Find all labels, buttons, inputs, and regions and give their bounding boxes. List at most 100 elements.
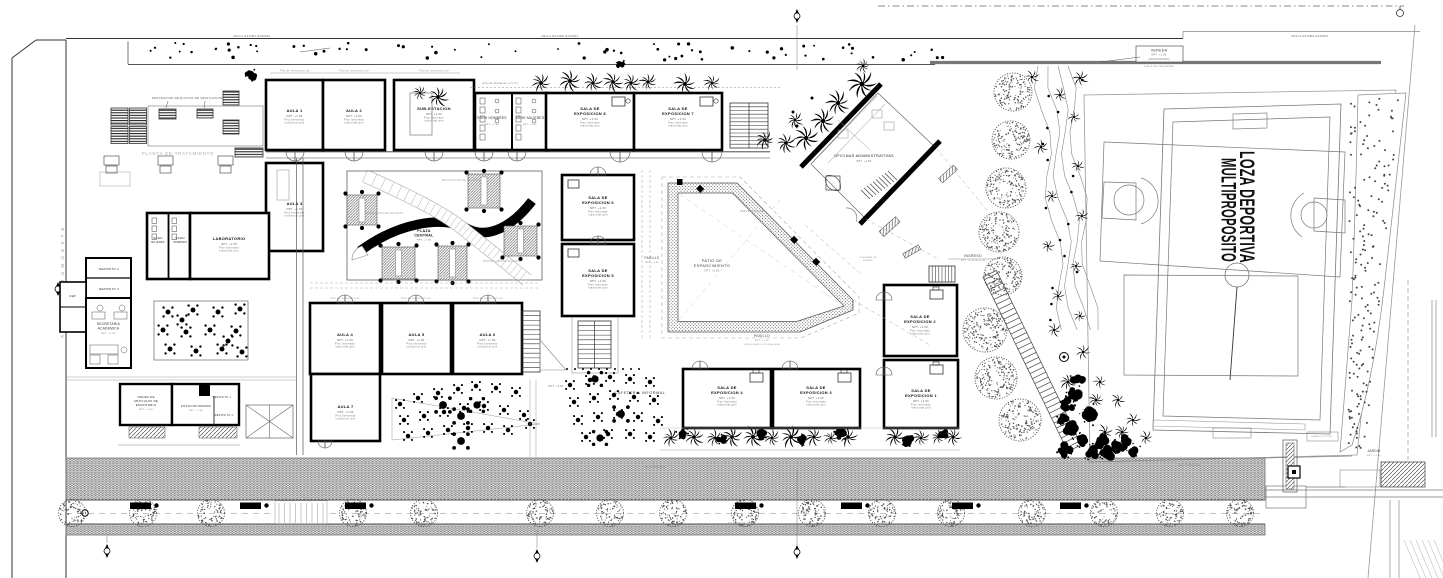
svg-text:NPT. +1.50: NPT. +1.50 [582, 117, 598, 121]
svg-text:(ADOQUINADO) PIEDRA LAJA: (ADOQUINADO) PIEDRA LAJA [744, 343, 780, 346]
svg-text:EXPOSICION 3: EXPOSICION 3 [800, 390, 832, 395]
svg-text:AULA 7: AULA 7 [337, 404, 354, 409]
svg-text:NPT. +1.50: NPT. +1.50 [523, 124, 537, 126]
svg-text:NPT. +1.50: NPT. +1.50 [417, 240, 431, 242]
svg-text:AULA 3: AULA 3 [286, 201, 303, 206]
svg-text:Piso laminado: Piso laminado [588, 282, 608, 286]
svg-text:LOZA DEPORTIVA: LOZA DEPORTIVA [1235, 151, 1258, 263]
svg-text:PLANTA DE TRATAMIENTO: PLANTA DE TRATAMIENTO [142, 151, 215, 156]
svg-text:ESCRITORIO: ESCRITORIO [136, 403, 157, 407]
svg-text:NPT. +1.50: NPT. +1.50 [1367, 455, 1381, 457]
svg-text:NPT. +1.50: NPT. +1.50 [485, 124, 499, 126]
svg-text:Piso laminado: Piso laminado [284, 210, 304, 214]
svg-text:SALA DE: SALA DE [717, 385, 737, 390]
svg-text:Piso laminado: Piso laminado [424, 115, 444, 119]
svg-text:NPT. +1.50: NPT. +1.50 [102, 333, 116, 335]
svg-text:NPT. +1.50: NPT. +1.50 [857, 160, 872, 163]
svg-text:Piso laminado: Piso laminado [911, 402, 931, 406]
svg-text:SALA DE: SALA DE [806, 385, 826, 390]
svg-text:MALLA ESTABILIZADORA: MALLA ESTABILIZADORA [541, 34, 578, 38]
svg-text:Piso laminado: Piso laminado [335, 341, 355, 345]
svg-text:industrial gris: industrial gris [668, 124, 688, 128]
svg-text:PLAZA: PLAZA [417, 229, 431, 233]
svg-text:CAFETERIA INFORMAL: CAFETERIA INFORMAL [615, 391, 666, 395]
svg-text:PASILLO: PASILLO [644, 256, 659, 260]
svg-text:EXPOSICION 6: EXPOSICION 6 [582, 200, 614, 205]
svg-text:PROYECCION DE SOLADOS: PROYECCION DE SOLADOS [483, 260, 522, 263]
svg-text:PROYECCION DE: PROYECCION DE [740, 210, 764, 213]
svg-text:Piso laminado: Piso laminado [406, 341, 426, 345]
svg-text:NPT. +1.50: NPT. +1.50 [409, 338, 425, 342]
svg-text:NPT. +1.50: NPT. +1.50 [346, 114, 362, 118]
svg-text:industrial gris: industrial gris [424, 119, 444, 123]
svg-text:Piso laminado: Piso laminado [717, 399, 737, 403]
svg-text:EXPOSICION 5: EXPOSICION 5 [582, 273, 614, 278]
svg-text:(ADOQUINADO): (ADOQUINADO) [1148, 58, 1170, 61]
svg-text:industrial gris: industrial gris [910, 332, 930, 336]
svg-text:Piso laminado: Piso laminado [588, 209, 608, 213]
svg-text:SECRETARIA: SECRETARIA [97, 322, 121, 326]
svg-text:MUJERES: MUJERES [151, 241, 165, 244]
svg-text:DEP.: DEP. [70, 294, 77, 298]
svg-text:industrial gris: industrial gris [285, 214, 305, 218]
svg-text:EXPOSICION 2: EXPOSICION 2 [904, 319, 936, 324]
svg-text:NPT. +1.50: NPT. +1.50 [139, 409, 153, 411]
svg-text:Piso laminado: Piso laminado [910, 328, 930, 332]
svg-text:industrial gris: industrial gris [588, 286, 608, 290]
svg-text:industrial gris: industrial gris [336, 417, 356, 421]
svg-text:NPT. +1.50: NPT. +1.50 [912, 325, 928, 329]
svg-text:NPT. +1.50: NPT. +1.50 [590, 279, 606, 283]
svg-text:AULA 1: AULA 1 [286, 108, 303, 113]
svg-text:LIMITE DE PROPIEDAD: LIMITE DE PROPIEDAD [1144, 65, 1174, 68]
svg-text:PASILLO: PASILLO [754, 334, 770, 338]
svg-text:industrial gris: industrial gris [335, 345, 355, 349]
svg-text:AULA 4: AULA 4 [337, 332, 354, 337]
svg-text:SALA DE: SALA DE [911, 388, 931, 393]
svg-text:Piso de instruccion de: Piso de instruccion de [419, 70, 449, 73]
svg-text:NPT. +1.50: NPT. +1.50 [287, 114, 303, 118]
svg-text:industrial gris: industrial gris [588, 213, 608, 217]
svg-text:SSHH: SSHH [175, 236, 185, 240]
svg-text:CENTRAL: CENTRAL [414, 234, 434, 238]
svg-text:DEPOSITO 1: DEPOSITO 1 [213, 395, 232, 399]
svg-text:NPT. +1.50 A +0.00: NPT. +1.50 A +0.00 [961, 259, 986, 262]
svg-text:industrial gris: industrial gris [285, 121, 305, 125]
svg-text:SSHH: SSHH [153, 236, 163, 240]
svg-text:INGRESO: INGRESO [964, 254, 982, 258]
svg-text:SUB-ESTACION: SUB-ESTACION [417, 106, 451, 111]
svg-text:NPT. +1.50: NPT. +1.50 [338, 410, 354, 414]
svg-text:OFICINAS ADMINISTRATIVAS: OFICINAS ADMINISTRATIVAS [834, 154, 894, 158]
svg-text:Piso laminado: Piso laminado [219, 245, 239, 249]
svg-text:junta de dilatacion e=1 cm: junta de dilatacion e=1 cm [481, 82, 518, 85]
svg-text:NPT. +1.50: NPT. +1.50 [480, 338, 496, 342]
svg-text:MALLA ESTABILIZADORA: MALLA ESTABILIZADORA [233, 34, 270, 38]
svg-text:SALA DE: SALA DE [588, 195, 608, 200]
svg-text:DEPOSITO 3: DEPOSITO 3 [99, 287, 119, 291]
svg-text:SSHH HOMBRES: SSHH HOMBRES [477, 116, 506, 120]
svg-text:Piso laminado: Piso laminado [335, 413, 355, 417]
svg-text:AULA 6: AULA 6 [479, 332, 496, 337]
svg-text:industrial gris: industrial gris [478, 345, 498, 349]
svg-text:NPT. +1.50: NPT. +1.50 [221, 242, 237, 246]
svg-text:COLUMNA DE: COLUMNA DE [859, 256, 877, 259]
svg-text:ACADEMICA: ACADEMICA [98, 327, 120, 331]
svg-text:SSHH MUJERES: SSHH MUJERES [516, 116, 545, 120]
svg-text:FIERRO: FIERRO [863, 260, 873, 262]
svg-text:MULTIPROPOSITO: MULTIPROPOSITO [1217, 158, 1240, 262]
svg-text:NPT. +1.50: NPT. +1.50 [189, 410, 203, 412]
svg-text:AULA 2: AULA 2 [346, 108, 363, 113]
svg-text:Piso laminado: Piso laminado [668, 120, 688, 124]
svg-text:SALA DE: SALA DE [910, 314, 930, 319]
svg-text:NPT. +1.50: NPT. +1.50 [719, 396, 735, 400]
svg-text:industrial gris: industrial gris [580, 124, 600, 128]
svg-text:Piso laminado: Piso laminado [344, 117, 364, 121]
svg-text:industrial gris: industrial gris [717, 403, 737, 407]
svg-text:NPT. +1.50: NPT. +1.50 [549, 385, 564, 388]
svg-text:industrial gris: industrial gris [911, 406, 931, 410]
svg-text:Piso laminado: Piso laminado [477, 341, 497, 345]
svg-text:ALAMEDA: ALAMEDA [644, 465, 666, 469]
svg-text:NPT. +1.50: NPT. +1.50 [590, 206, 606, 210]
svg-text:NPT. +1.50: NPT. +1.50 [808, 396, 824, 400]
svg-text:EXPOSICION 7: EXPOSICION 7 [662, 111, 694, 116]
svg-text:AULA 5: AULA 5 [408, 332, 425, 337]
